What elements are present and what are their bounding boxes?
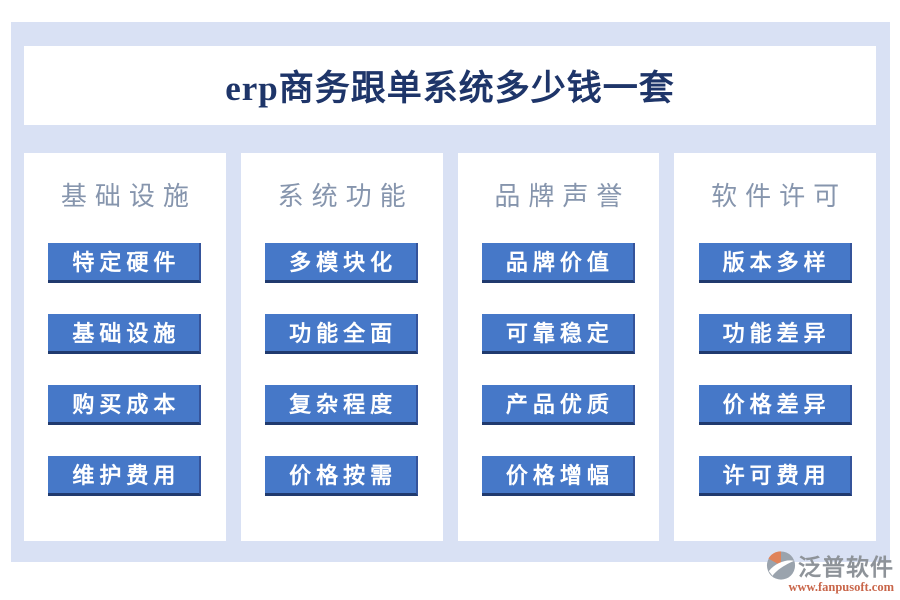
card-header: 基础设施 xyxy=(60,182,197,211)
chip-item[interactable]: 多模块化 xyxy=(265,243,419,283)
chip-item[interactable]: 价格增幅 xyxy=(481,456,635,496)
chip-item[interactable]: 特定硬件 xyxy=(48,243,202,283)
card-header: 软件许可 xyxy=(711,182,848,211)
chip-item[interactable]: 购买成本 xyxy=(48,385,202,425)
card-header: 系统功能 xyxy=(277,182,414,211)
chip-item[interactable]: 基础设施 xyxy=(48,314,202,354)
chip-item[interactable]: 可靠稳定 xyxy=(481,314,635,354)
card-brand-reputation: 品牌声誉 品牌价值 可靠稳定 产品优质 价格增幅 xyxy=(457,153,660,541)
footer-brand-name: 泛普软件 xyxy=(798,555,894,580)
chip-item[interactable]: 功能差异 xyxy=(698,314,852,354)
chip-item[interactable]: 版本多样 xyxy=(698,243,852,283)
fanpu-logo-icon xyxy=(766,550,796,580)
card-header: 品牌声誉 xyxy=(494,182,631,211)
card-infrastructure: 基础设施 特定硬件 基础设施 购买成本 维护费用 xyxy=(24,153,226,541)
chip-item[interactable]: 产品优质 xyxy=(481,385,635,425)
footer-branding: 泛普软件 www.fanpusoft.com xyxy=(766,548,894,595)
chip-item[interactable]: 复杂程度 xyxy=(265,385,419,425)
chip-item[interactable]: 价格差异 xyxy=(698,385,852,425)
chip-item[interactable]: 维护费用 xyxy=(48,456,202,496)
card-software-license: 软件许可 版本多样 功能差异 价格差异 许可费用 xyxy=(674,153,876,541)
chip-item[interactable]: 价格按需 xyxy=(265,456,419,496)
page-title: erp商务跟单系统多少钱一套 xyxy=(225,69,675,108)
category-columns: 基础设施 特定硬件 基础设施 购买成本 维护费用 系统功能 多模块化 功能全面 … xyxy=(24,153,876,541)
chip-item[interactable]: 许可费用 xyxy=(698,456,852,496)
chip-item[interactable]: 品牌价值 xyxy=(481,243,635,283)
title-banner: erp商务跟单系统多少钱一套 xyxy=(24,46,876,125)
footer-url[interactable]: www.fanpusoft.com xyxy=(788,580,894,594)
card-system-functions: 系统功能 多模块化 功能全面 复杂程度 价格按需 xyxy=(240,153,443,541)
chip-item[interactable]: 功能全面 xyxy=(265,314,419,354)
